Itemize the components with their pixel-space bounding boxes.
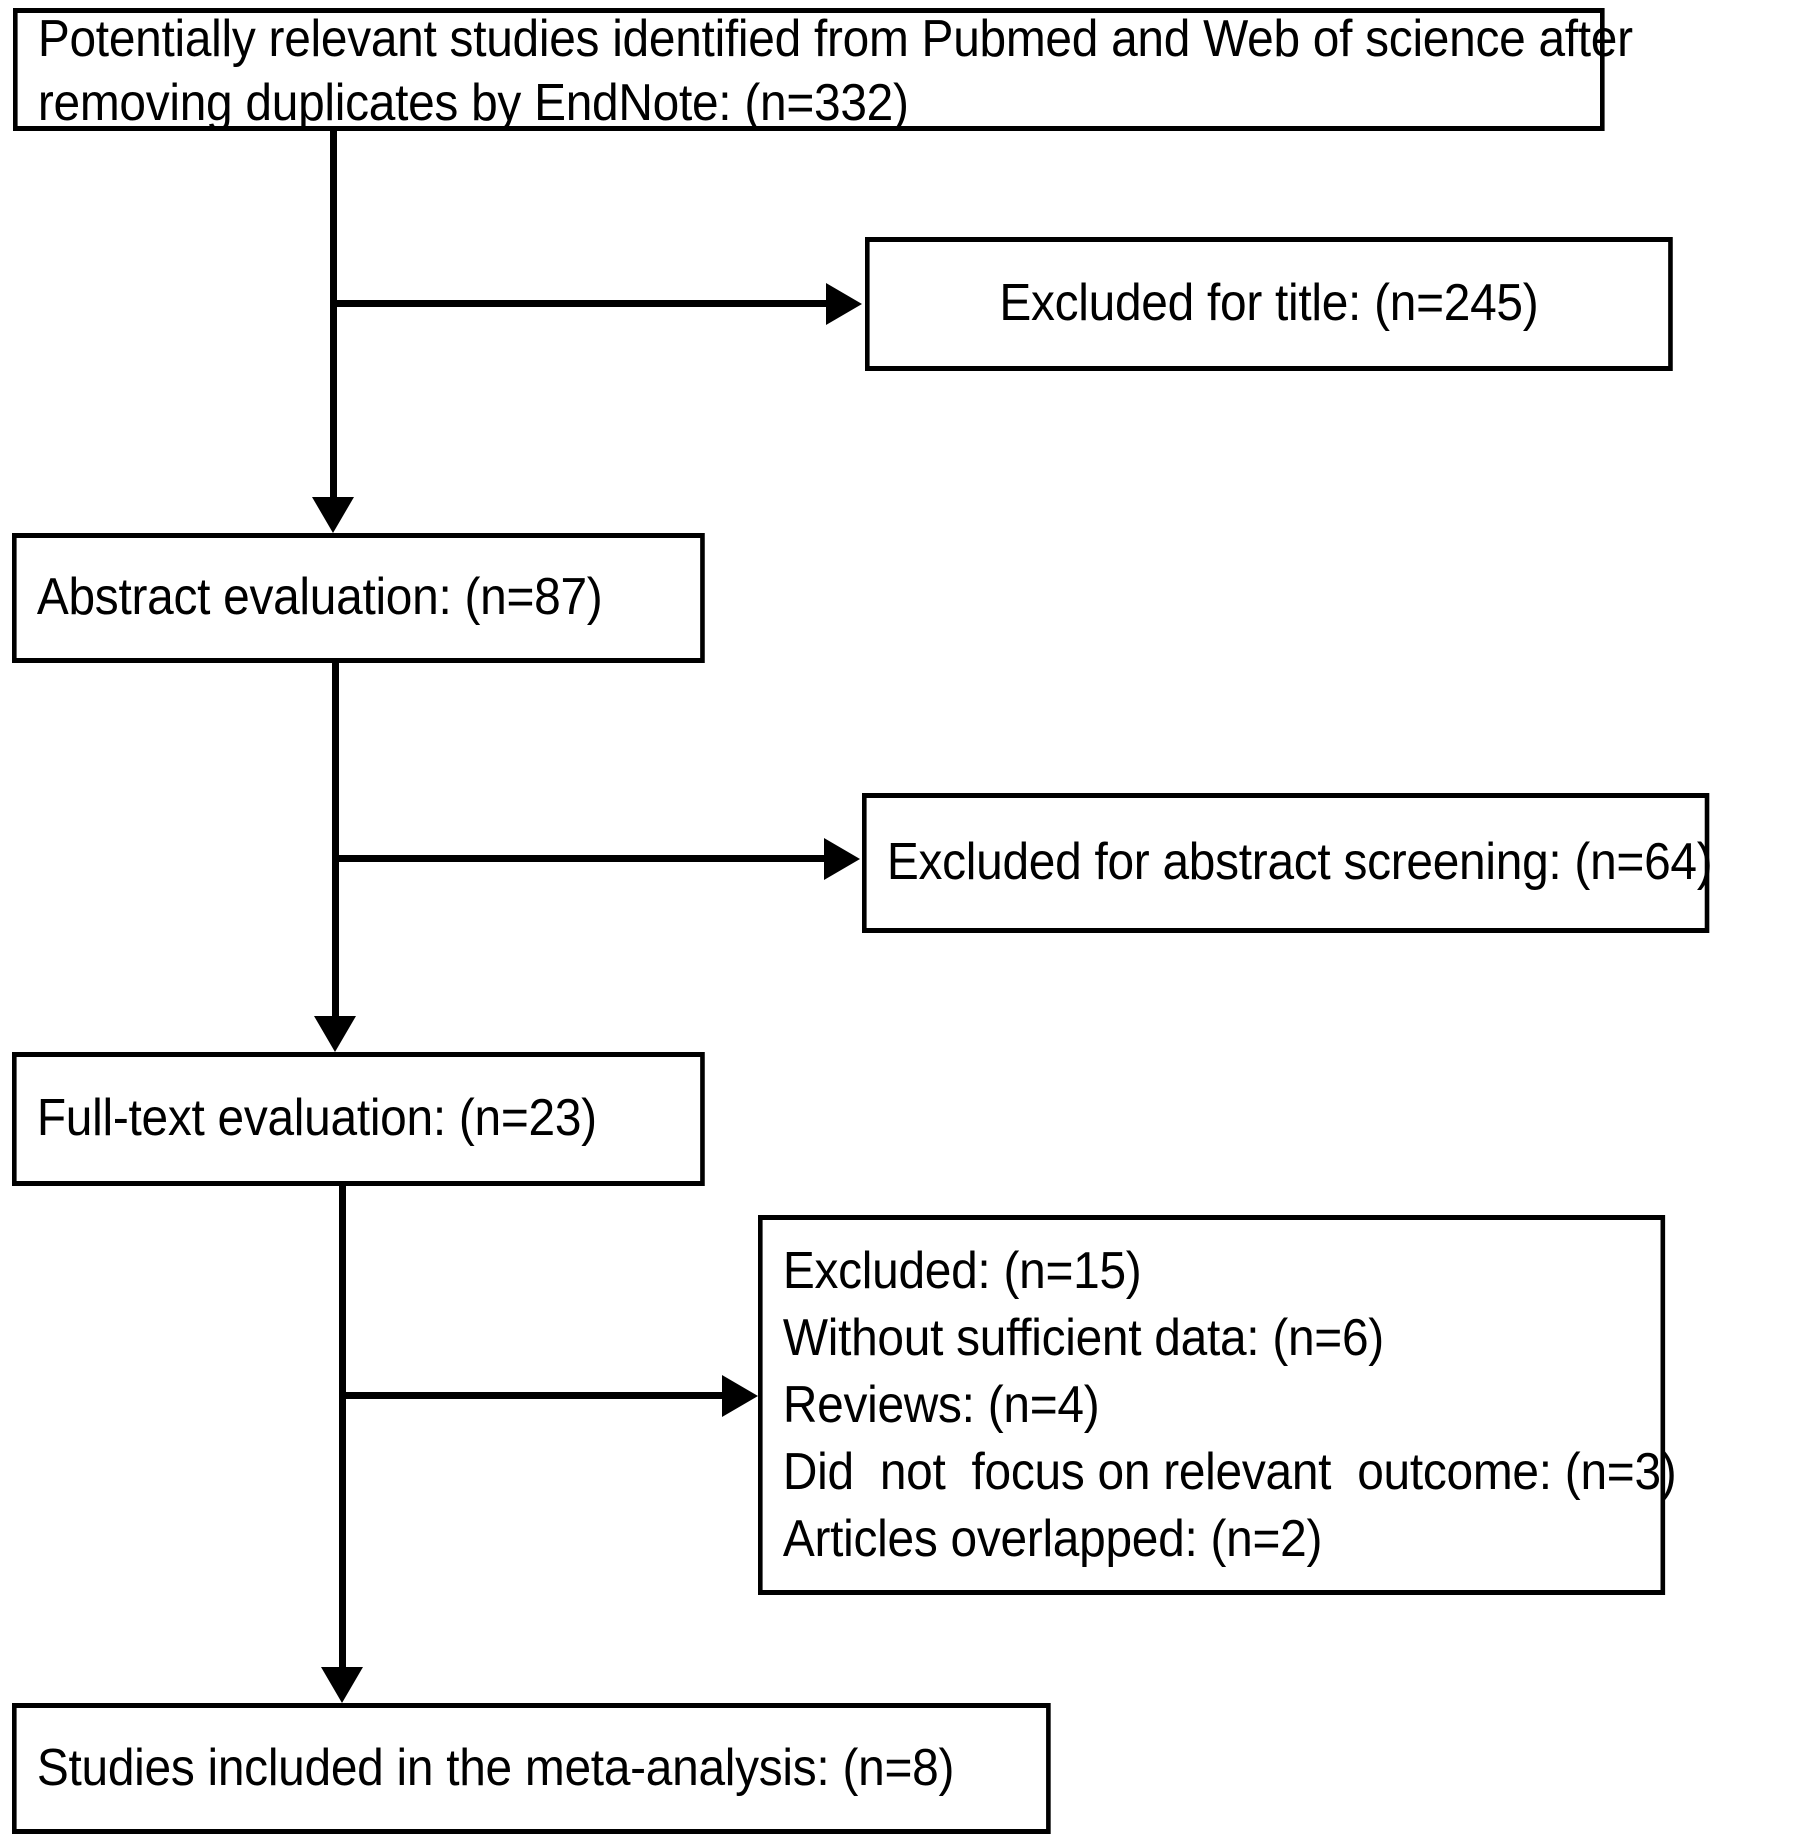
arrow-abstract-to-fulltext bbox=[314, 1016, 356, 1052]
node-studies-identified: Potentially relevant studies identified … bbox=[13, 8, 1633, 132]
node-excluded-for-title-label: Excluded for title: (n=245) bbox=[999, 274, 1539, 333]
connector-identified-to-excluded-title-hline bbox=[330, 300, 828, 307]
node-excluded-reasons-line5: Articles overlapped: (n=2) bbox=[782, 1510, 1323, 1569]
node-excluded-reasons-line3: Reviews: (n=4) bbox=[782, 1376, 1100, 1435]
node-fulltext-evaluation-label: Full-text evaluation: (n=23) bbox=[36, 1089, 597, 1148]
connector-fulltext-to-excluded-detail-hline bbox=[339, 1392, 724, 1399]
node-excluded-reasons-line2: Without sufficient data: (n=6) bbox=[782, 1309, 1384, 1368]
arrow-abstract-to-excluded-abstract bbox=[824, 838, 860, 880]
node-studies-identified-line1: Potentially relevant studies identified … bbox=[37, 10, 1633, 69]
arrow-identified-to-abstract bbox=[312, 497, 354, 533]
node-excluded-reasons-line1: Excluded: (n=15) bbox=[782, 1242, 1142, 1300]
connector-abstract-to-fulltext-vline bbox=[332, 662, 339, 1019]
node-studies-included-label: Studies included in the meta-analysis: (… bbox=[36, 1738, 955, 1797]
node-excluded-for-title: Excluded for title: (n=245) bbox=[865, 237, 1673, 371]
node-abstract-evaluation-label: Abstract evaluation: (n=87) bbox=[36, 568, 603, 627]
node-excluded-reasons-line4: Did not focus on relevant outcome: (n=3) bbox=[782, 1443, 1677, 1502]
node-fulltext-evaluation: Full-text evaluation: (n=23) bbox=[12, 1052, 705, 1186]
connector-abstract-to-excluded-abstract-hline bbox=[332, 855, 826, 862]
arrow-fulltext-to-excluded-detail bbox=[722, 1375, 758, 1417]
node-abstract-evaluation: Abstract evaluation: (n=87) bbox=[12, 533, 705, 663]
arrow-fulltext-to-included bbox=[321, 1667, 363, 1703]
node-excluded-for-abstract-screening: Excluded for abstract screening: (n=64) bbox=[862, 793, 1713, 933]
node-studies-identified-line2: removing duplicates by EndNote: (n=332) bbox=[37, 73, 909, 132]
node-studies-included: Studies included in the meta-analysis: (… bbox=[12, 1703, 1051, 1834]
node-excluded-for-abstract-screening-label: Excluded for abstract screening: (n=64) bbox=[886, 833, 1713, 892]
arrow-identified-to-excluded-title bbox=[826, 283, 862, 325]
connector-identified-to-abstract-vline bbox=[330, 131, 337, 499]
connector-fulltext-to-included-vline bbox=[339, 1185, 346, 1670]
node-excluded-reasons: Excluded: (n=15) Without sufficient data… bbox=[758, 1215, 1677, 1595]
